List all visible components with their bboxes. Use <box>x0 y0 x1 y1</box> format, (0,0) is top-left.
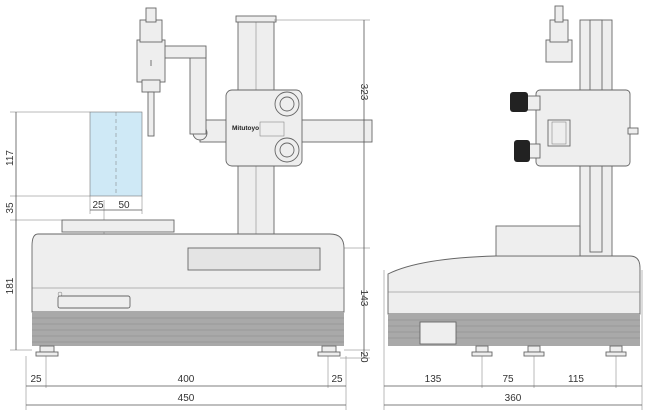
dim-143: 143 <box>358 290 369 307</box>
dim-400: 400 <box>178 374 195 385</box>
side-knob-bottom <box>514 140 530 162</box>
dim-50: 50 <box>118 200 130 211</box>
side-knob-top <box>510 92 528 112</box>
front-grille <box>32 312 344 346</box>
dim-117: 117 <box>5 150 16 166</box>
brand-label: Mitutoyo <box>232 125 259 132</box>
dim-323: 323 <box>358 84 369 101</box>
dimension-labels: 323 117 35 181 25 50 143 20 25 400 25 45… <box>5 84 584 404</box>
dim-450: 450 <box>178 393 195 404</box>
dim-115: 115 <box>568 374 584 385</box>
dim-25-right: 25 <box>331 374 343 385</box>
dim-25-top: 25 <box>92 200 104 211</box>
front-grille-lines <box>32 317 344 343</box>
front-view: Mitutoyo <box>31 7 373 357</box>
side-view <box>387 5 641 357</box>
side-base <box>387 255 641 315</box>
dim-360: 360 <box>505 393 522 404</box>
dim-135: 135 <box>425 374 442 385</box>
dim-25-left: 25 <box>30 374 42 385</box>
dim-20: 20 <box>358 351 369 363</box>
dimension-lines <box>10 19 643 410</box>
dim-35: 35 <box>5 202 16 214</box>
dim-181: 181 <box>5 277 16 294</box>
dim-75: 75 <box>502 374 514 385</box>
